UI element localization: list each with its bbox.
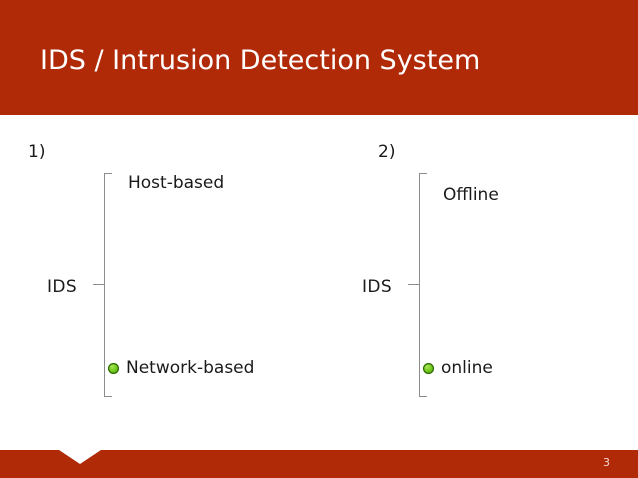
brace-stub-top xyxy=(419,173,427,174)
branch-item: online xyxy=(423,358,493,378)
slide-footer-bar xyxy=(0,450,638,478)
branch-label: Network-based xyxy=(126,358,255,378)
green-bullet-icon xyxy=(108,362,119,374)
brace-spine xyxy=(419,173,420,397)
branch-item: Host-based xyxy=(128,173,224,193)
footer-notch-triangle-icon xyxy=(59,450,101,464)
branch-label: Host-based xyxy=(128,173,225,193)
brace-stub-bottom xyxy=(104,396,112,397)
slide-header-bar xyxy=(0,0,638,115)
brace-stub-middle xyxy=(408,284,419,285)
diagram-root-label: IDS xyxy=(47,277,78,297)
page-number: 3 xyxy=(603,456,610,469)
brace-stub-top xyxy=(104,173,112,174)
slide-body: 1) IDS Host-based Network-based 2) IDS xyxy=(0,115,638,450)
diagram-1: 1) IDS Host-based Network-based xyxy=(20,115,320,450)
brace-bracket xyxy=(408,170,427,400)
brace-stub-middle xyxy=(93,284,104,285)
diagram-2: 2) IDS Offline online xyxy=(345,115,638,450)
brace-bracket xyxy=(93,170,112,400)
page-title: IDS / Intrusion Detection System xyxy=(40,45,481,76)
green-bullet-icon xyxy=(423,362,434,374)
branch-label: online xyxy=(441,358,493,378)
diagram-index-label: 2) xyxy=(378,142,396,162)
branch-item: Offline xyxy=(443,185,499,205)
branch-item: Network-based xyxy=(108,358,254,378)
brace-spine xyxy=(104,173,105,397)
diagram-root-label: IDS xyxy=(362,277,393,297)
branch-label: Offline xyxy=(443,185,499,205)
brace-stub-bottom xyxy=(419,396,427,397)
diagram-index-label: 1) xyxy=(28,142,46,162)
